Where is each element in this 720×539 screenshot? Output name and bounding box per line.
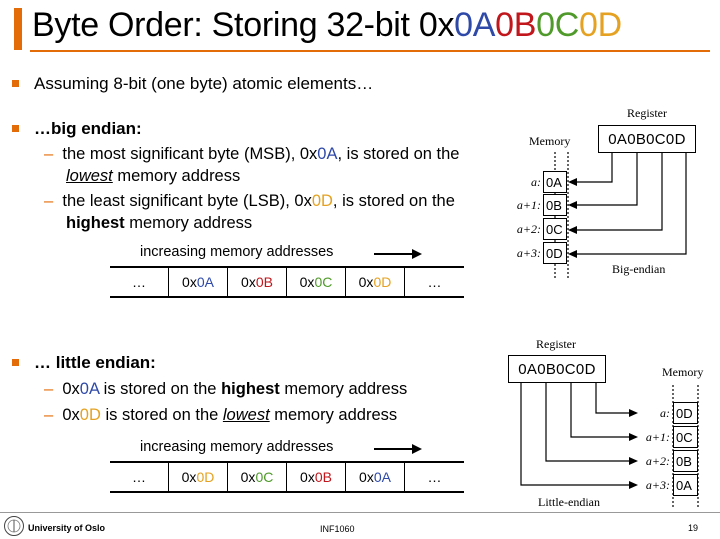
memory-cell: 0C — [543, 218, 567, 240]
big-endian-line-2: lowest memory address — [66, 167, 241, 185]
increasing-addresses-label: increasing memory addresses — [140, 244, 334, 260]
arrow-right-icon — [412, 444, 422, 454]
memory-cell: 0A — [543, 171, 567, 193]
memory-cell: 0D — [673, 402, 698, 424]
memory-cell: 0B — [543, 194, 567, 216]
footer-rule — [0, 512, 720, 513]
memory-cell: … — [427, 274, 442, 290]
memory-label: Memory — [529, 134, 571, 148]
register-box: 0A0B0C0D — [508, 355, 606, 383]
address-label: a+1: — [516, 198, 541, 212]
memory-cell: … — [427, 469, 442, 485]
memory-label: Memory — [662, 365, 704, 379]
register-box: 0A0B0C0D — [598, 125, 696, 153]
intro-text: Assuming 8-bit (one byte) atomic element… — [34, 74, 374, 93]
arrow-line — [374, 253, 414, 255]
address-label: a+1: — [645, 430, 670, 444]
bullet-icon — [12, 359, 19, 366]
footer-page-number: 19 — [688, 523, 699, 533]
arrow-right-icon — [412, 249, 422, 259]
big-endian-line-4: highest memory address — [66, 214, 253, 232]
register-label: Register — [627, 106, 667, 120]
address-label: a+3: — [516, 246, 541, 260]
bullet-icon — [12, 80, 19, 87]
university-logo-icon — [4, 516, 24, 536]
memory-cell: 0A — [673, 474, 698, 496]
address-label: a+2: — [516, 222, 541, 236]
little-endian-arrows — [520, 383, 699, 508]
register-label: Register — [536, 337, 576, 351]
address-label: a: — [531, 175, 541, 189]
footer-course: INF1060 — [320, 524, 355, 534]
little-endian-heading: … little endian: — [34, 353, 156, 372]
increasing-addresses-label: increasing memory addresses — [140, 439, 334, 455]
address-label: a+2: — [645, 454, 670, 468]
memory-cell: 0D — [543, 242, 567, 264]
big-endian-line-1: – the most significant byte (MSB), 0x0A,… — [44, 145, 460, 163]
diagram-caption: Big-endian — [612, 262, 666, 276]
memory-cell: 0C — [673, 426, 698, 448]
memory-cell: … — [110, 268, 169, 296]
memory-cell: … — [110, 463, 169, 491]
slide-title: Byte Order: Storing 32-bit 0x0A0B0C0D — [32, 6, 622, 44]
title-accent-bar — [14, 8, 22, 50]
bullet-icon — [12, 125, 19, 132]
big-endian-line-3: – the least significant byte (LSB), 0x0D… — [44, 192, 455, 210]
footer-university: University of Oslo — [28, 523, 106, 533]
little-endian-line-2: – 0x0D is stored on the lowest memory ad… — [44, 406, 398, 424]
address-label: a+3: — [645, 478, 670, 492]
diagram-caption: Little-endian — [538, 495, 600, 509]
address-label: a: — [660, 406, 670, 420]
memory-cell: 0B — [673, 450, 698, 472]
big-endian-heading: …big endian: — [34, 119, 142, 138]
arrow-line — [374, 448, 414, 450]
little-endian-line-1: – 0x0A is stored on the highest memory a… — [44, 380, 408, 398]
title-rule — [30, 50, 710, 52]
